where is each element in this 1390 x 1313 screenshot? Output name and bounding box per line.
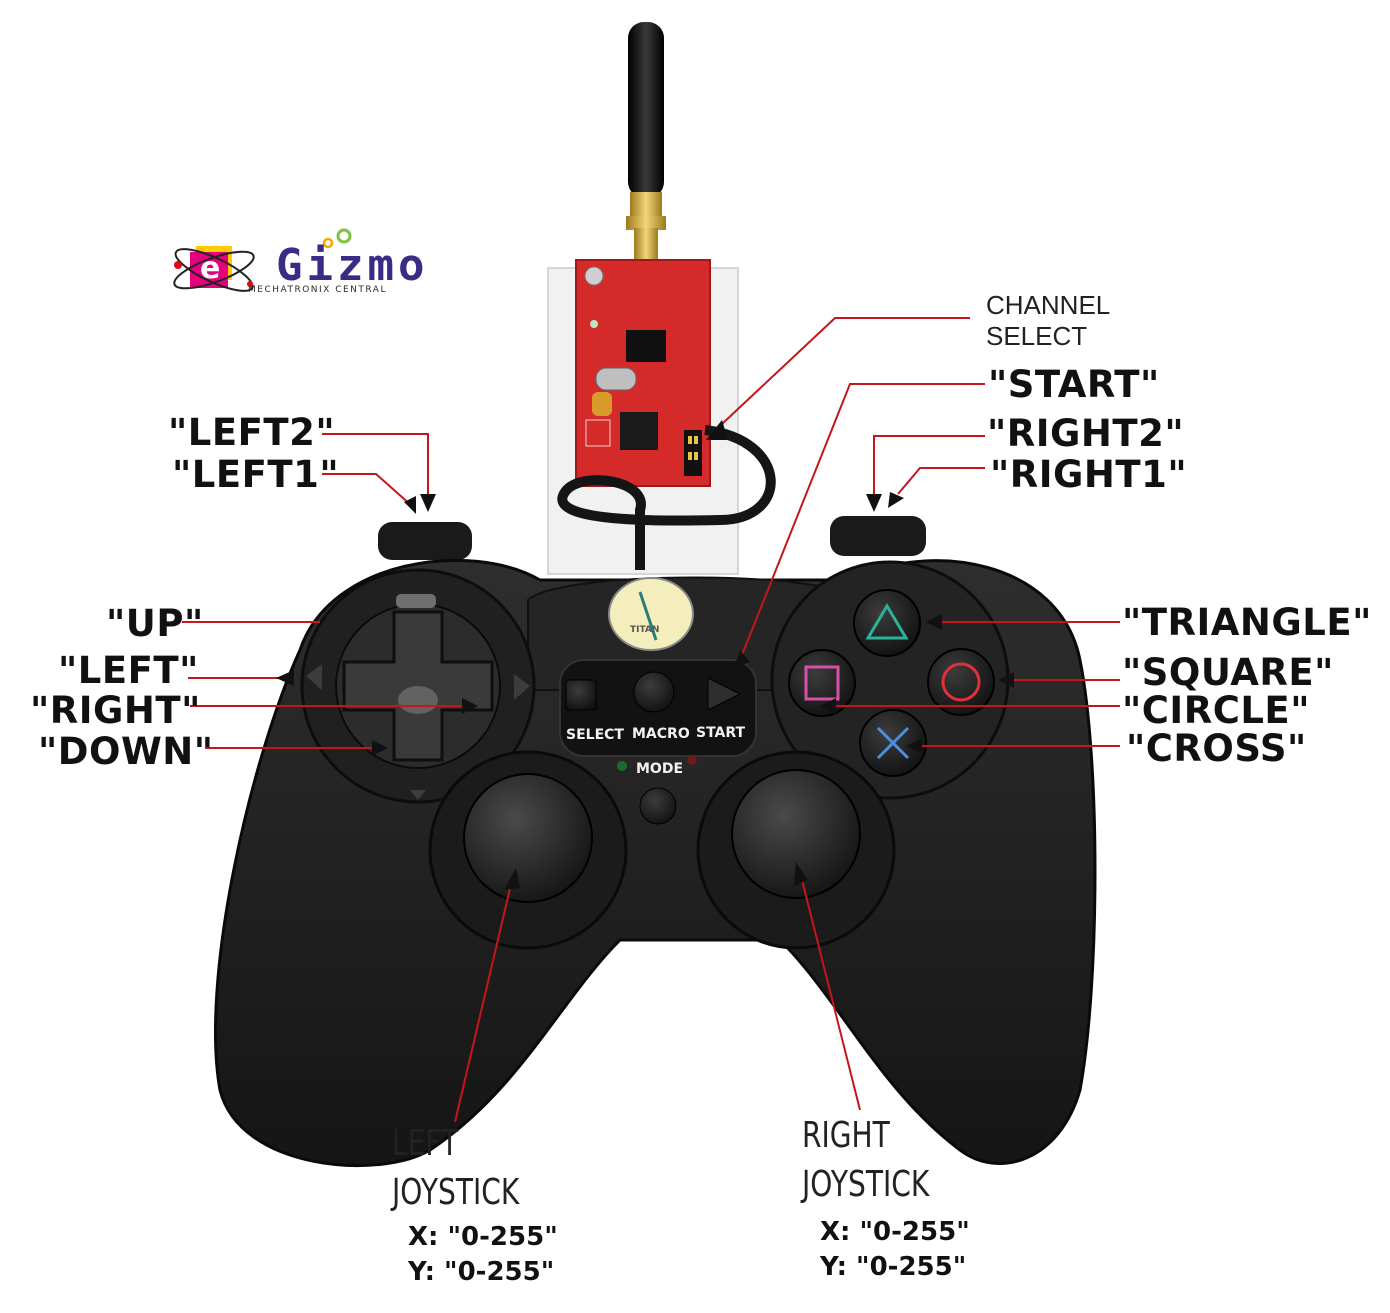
channel-select-label-2: SELECT <box>986 321 1088 351</box>
receiver-cable <box>557 425 776 570</box>
logo-letter: e <box>200 251 221 286</box>
square-callout: "SQUARE" <box>1122 651 1334 694</box>
mode-led-green <box>617 761 627 771</box>
triangle-button-icon[interactable] <box>853 589 921 657</box>
mode-label: MODE <box>636 761 684 777</box>
brand-badge <box>608 577 694 651</box>
cross-button-icon[interactable] <box>859 709 927 777</box>
macro-button[interactable] <box>633 671 675 713</box>
right1-callout: "RIGHT1" <box>990 453 1188 496</box>
left-callout: "LEFT" <box>58 649 199 692</box>
select-label: SELECT <box>566 727 624 743</box>
mode-led-red <box>687 755 697 765</box>
dpad-left[interactable] <box>306 664 322 690</box>
mode-button[interactable] <box>639 787 677 825</box>
right-joystick-x: X: "0-255" <box>820 1217 970 1247</box>
receiver-pcb <box>575 259 711 487</box>
circle-button-icon[interactable] <box>927 648 995 716</box>
channel-select-label-1: CHANNEL <box>986 290 1111 320</box>
select-button[interactable] <box>565 679 597 711</box>
dpad-right[interactable] <box>514 674 530 700</box>
left2-callout: "LEFT2" <box>168 411 336 454</box>
left-joystick-y: Y: "0-255" <box>408 1257 555 1287</box>
logo-name: Gizmo <box>276 240 429 291</box>
right-joystick-title-2: JOYSTICK <box>802 1164 930 1205</box>
arrowheads <box>276 420 1014 890</box>
right-callout: "RIGHT" <box>30 689 201 732</box>
start-label: START <box>696 725 746 741</box>
square-button-icon[interactable] <box>788 649 856 717</box>
logo-emblem <box>173 228 352 292</box>
left1-callout: "LEFT1" <box>172 453 340 496</box>
right-joystick-title-1: RIGHT <box>802 1115 890 1156</box>
right2-callout: "RIGHT2" <box>987 412 1185 455</box>
left-joystick[interactable] <box>463 773 593 903</box>
antenna-icon <box>626 22 666 270</box>
cross-callout: "CROSS" <box>1126 727 1307 770</box>
down-callout: "DOWN" <box>38 730 214 773</box>
up-callout: "UP" <box>106 602 204 645</box>
brand-label: TITAN <box>630 625 660 635</box>
right-joystick-y: Y: "0-255" <box>820 1252 967 1282</box>
dpad-up[interactable] <box>396 594 436 608</box>
left-joystick-title-2: JOYSTICK <box>392 1172 520 1213</box>
leader-lines <box>182 317 1120 1123</box>
right-joystick[interactable] <box>731 769 861 899</box>
left-joystick-x: X: "0-255" <box>408 1222 558 1252</box>
triangle-callout: "TRIANGLE" <box>1122 601 1372 644</box>
start-callout: "START" <box>988 363 1160 406</box>
circle-callout: "CIRCLE" <box>1122 689 1310 732</box>
macro-label: MACRO <box>632 726 690 742</box>
logo-tagline: MECHATRONIX CENTRAL <box>248 285 387 295</box>
start-button[interactable] <box>707 677 742 711</box>
left-joystick-title-1: LEFT <box>392 1123 459 1164</box>
dpad-down[interactable] <box>410 790 426 800</box>
